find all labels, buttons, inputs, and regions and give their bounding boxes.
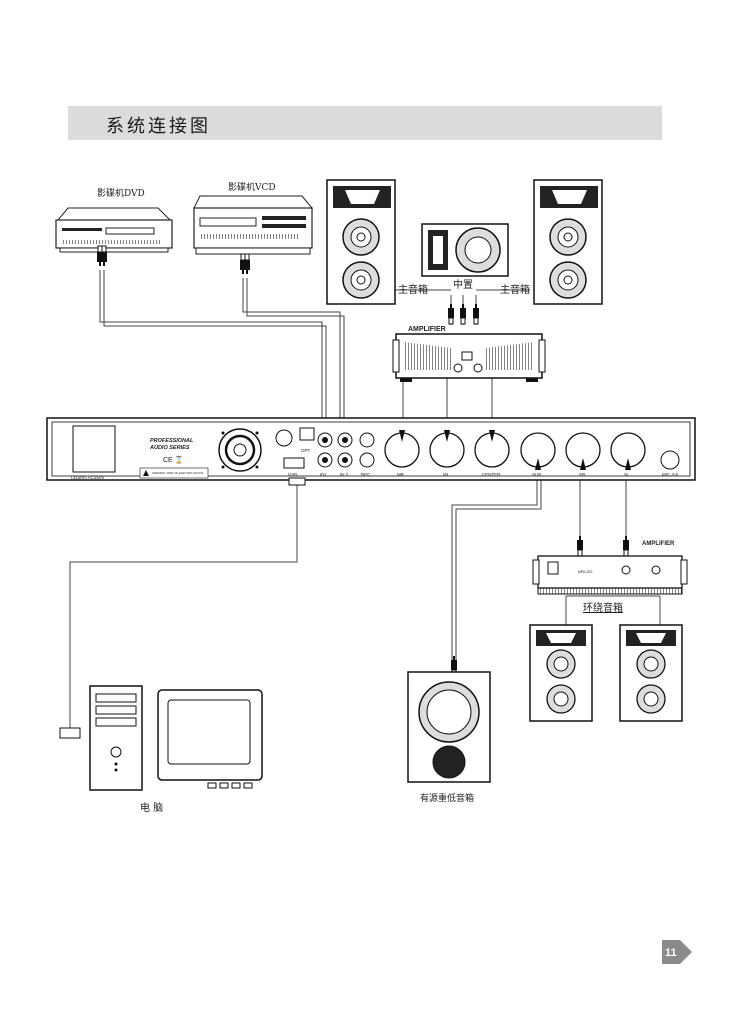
title-bar: 系统连接图 bbox=[68, 106, 662, 140]
ml-label: ML bbox=[443, 472, 450, 477]
subwoofer-label: 有源重低音箱 bbox=[420, 792, 474, 804]
surround-amplifier: AMPLIFIER MPA-200 bbox=[532, 535, 688, 595]
center-speaker bbox=[421, 223, 509, 277]
surround-speakers-label: 环绕音箱 bbox=[583, 601, 623, 614]
sr-label: SR bbox=[579, 472, 586, 477]
center-speaker-label: 中置 bbox=[453, 278, 473, 291]
computer-label: 电 脑 bbox=[140, 801, 163, 814]
dvd-player: 影碟机DVD bbox=[55, 187, 173, 267]
surround-amplifier-model: MPA-200 bbox=[578, 570, 592, 574]
surround-amplifier-label: AMPLIFIER bbox=[642, 541, 675, 547]
brand-line2: AUDIO SERIES bbox=[149, 445, 190, 451]
opt-label: OPT bbox=[301, 448, 311, 453]
in1-label: IN1 bbox=[320, 472, 328, 477]
fuse-label: T315mA AC250V bbox=[70, 475, 105, 480]
subwoofer bbox=[407, 655, 491, 783]
vcd-player: 影碟机VCD bbox=[193, 181, 314, 275]
mr-label: MR bbox=[397, 472, 405, 477]
center-label: CENTER bbox=[482, 472, 501, 477]
usb-label: USB bbox=[288, 472, 297, 477]
certification-marks: CE ⌛ bbox=[163, 455, 183, 464]
sl-label: SL bbox=[624, 472, 630, 477]
page-title: 系统连接图 bbox=[106, 116, 211, 137]
surround-speaker-right bbox=[619, 624, 683, 722]
warning-text: WARNING: RISK OF ELECTRIC SHOCK bbox=[152, 471, 204, 475]
surround-speaker-left bbox=[529, 624, 593, 722]
page-number: 11 bbox=[665, 947, 677, 959]
rec-label: REC bbox=[361, 472, 371, 477]
dvd-label: 影碟机DVD bbox=[97, 187, 145, 199]
vcd-label: 影碟机VCD bbox=[228, 181, 276, 193]
computer bbox=[59, 685, 263, 791]
main-speaker-right-label: 主音箱 bbox=[500, 283, 530, 296]
in2-label: IN 2 bbox=[340, 472, 349, 477]
front-amplifier-label: AMPLIFIER bbox=[408, 326, 446, 333]
front-amplifier: AMPLIFIER bbox=[392, 326, 546, 382]
brand-line1: PROFESSIONAL bbox=[150, 438, 194, 444]
mic-label: MIC 3-6 bbox=[662, 472, 679, 477]
main-unit-rear-panel: T315mA AC250V PROFESSIONAL AUDIO SERIES … bbox=[46, 417, 696, 486]
main-speaker-left-label: 主音箱 bbox=[398, 283, 428, 296]
main-speaker-right bbox=[533, 179, 603, 305]
sw-label: SUB bbox=[532, 472, 541, 477]
page-number-badge: 11 bbox=[662, 940, 692, 964]
main-speaker-left bbox=[326, 179, 396, 305]
